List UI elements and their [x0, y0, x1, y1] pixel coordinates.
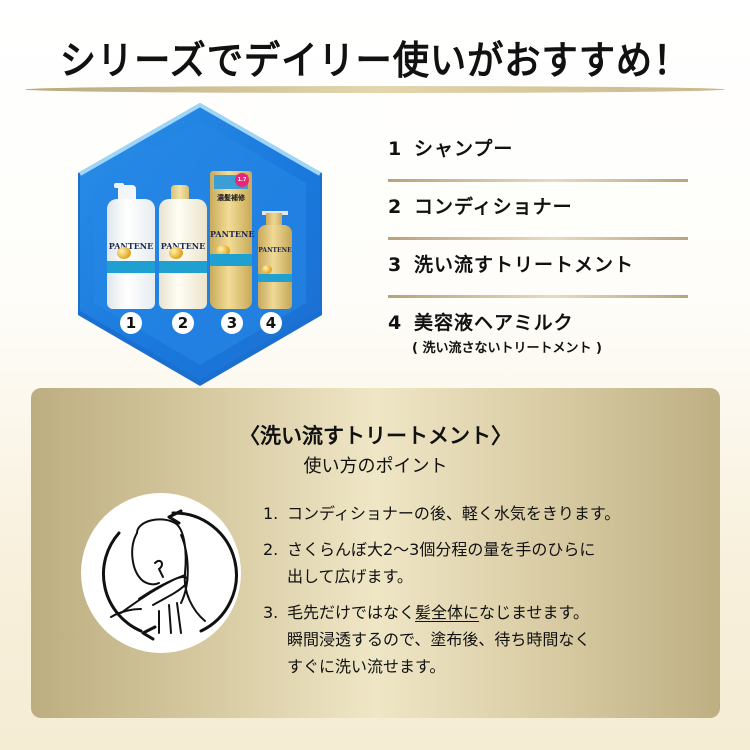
product-4-hair-milk: PANTENE [258, 225, 292, 309]
title-underline [25, 86, 725, 93]
badge-3: 3 [221, 312, 243, 334]
drop-icon [262, 265, 272, 274]
step-2: 2. さくらんぼ大2〜3個分程の量を手のひらに 出して広げます。 [263, 540, 596, 586]
usage-steps: 1. コンディショナーの後、軽く水気をきります。 2. さくらんぼ大2〜3個分程… [263, 500, 703, 689]
product-hexagon-image: PANTENE 1 PANTENE 2 1.7 濃髪補修 PANTENE 3 P… [78, 103, 322, 386]
drop-icon [117, 247, 131, 259]
product-2-conditioner: PANTENE [159, 199, 207, 309]
product-1-nozzle [114, 183, 124, 188]
page-title: シリーズでデイリー使いがおすすめ！ [59, 39, 691, 84]
drop-icon [169, 247, 183, 259]
step-1: 1. コンディショナーの後、軽く水気をきります。 [263, 504, 621, 523]
volume-badge: 1.7 [235, 173, 249, 187]
list-item-note: ( 洗い流さないトリートメント ) [412, 341, 602, 356]
badge-4: 4 [260, 312, 282, 334]
panel-subtitle: 使い方のポイント [303, 456, 448, 477]
usage-panel: 〈洗い流すトリートメント〉 使い方のポイント 1. コンディショナーの後、軽く水… [31, 388, 720, 718]
divider [388, 295, 688, 298]
emphasis-underline: 髪全体に [415, 603, 480, 622]
badge-2: 2 [172, 312, 194, 334]
product-3-treatment-tube: 1.7 濃髪補修 PANTENE [210, 171, 254, 309]
product-band [159, 260, 207, 273]
product-2-pump [171, 185, 189, 201]
product-band [107, 260, 155, 273]
product-4-neck [266, 213, 282, 227]
product-1-pump [118, 185, 136, 201]
divider [388, 179, 688, 182]
panel-title: 〈洗い流すトリートメント〉 [239, 424, 512, 448]
divider [388, 237, 688, 240]
woman-applying-treatment-icon [81, 493, 241, 653]
product-band [210, 253, 252, 266]
product-1-shampoo: PANTENE [107, 199, 155, 309]
step-3: 3. 毛先だけではなく髪全体になじませます。 瞬間浸透するので、塗布後、待ち時間… [263, 603, 591, 676]
badge-1: 1 [120, 312, 142, 334]
product-band [258, 273, 292, 282]
